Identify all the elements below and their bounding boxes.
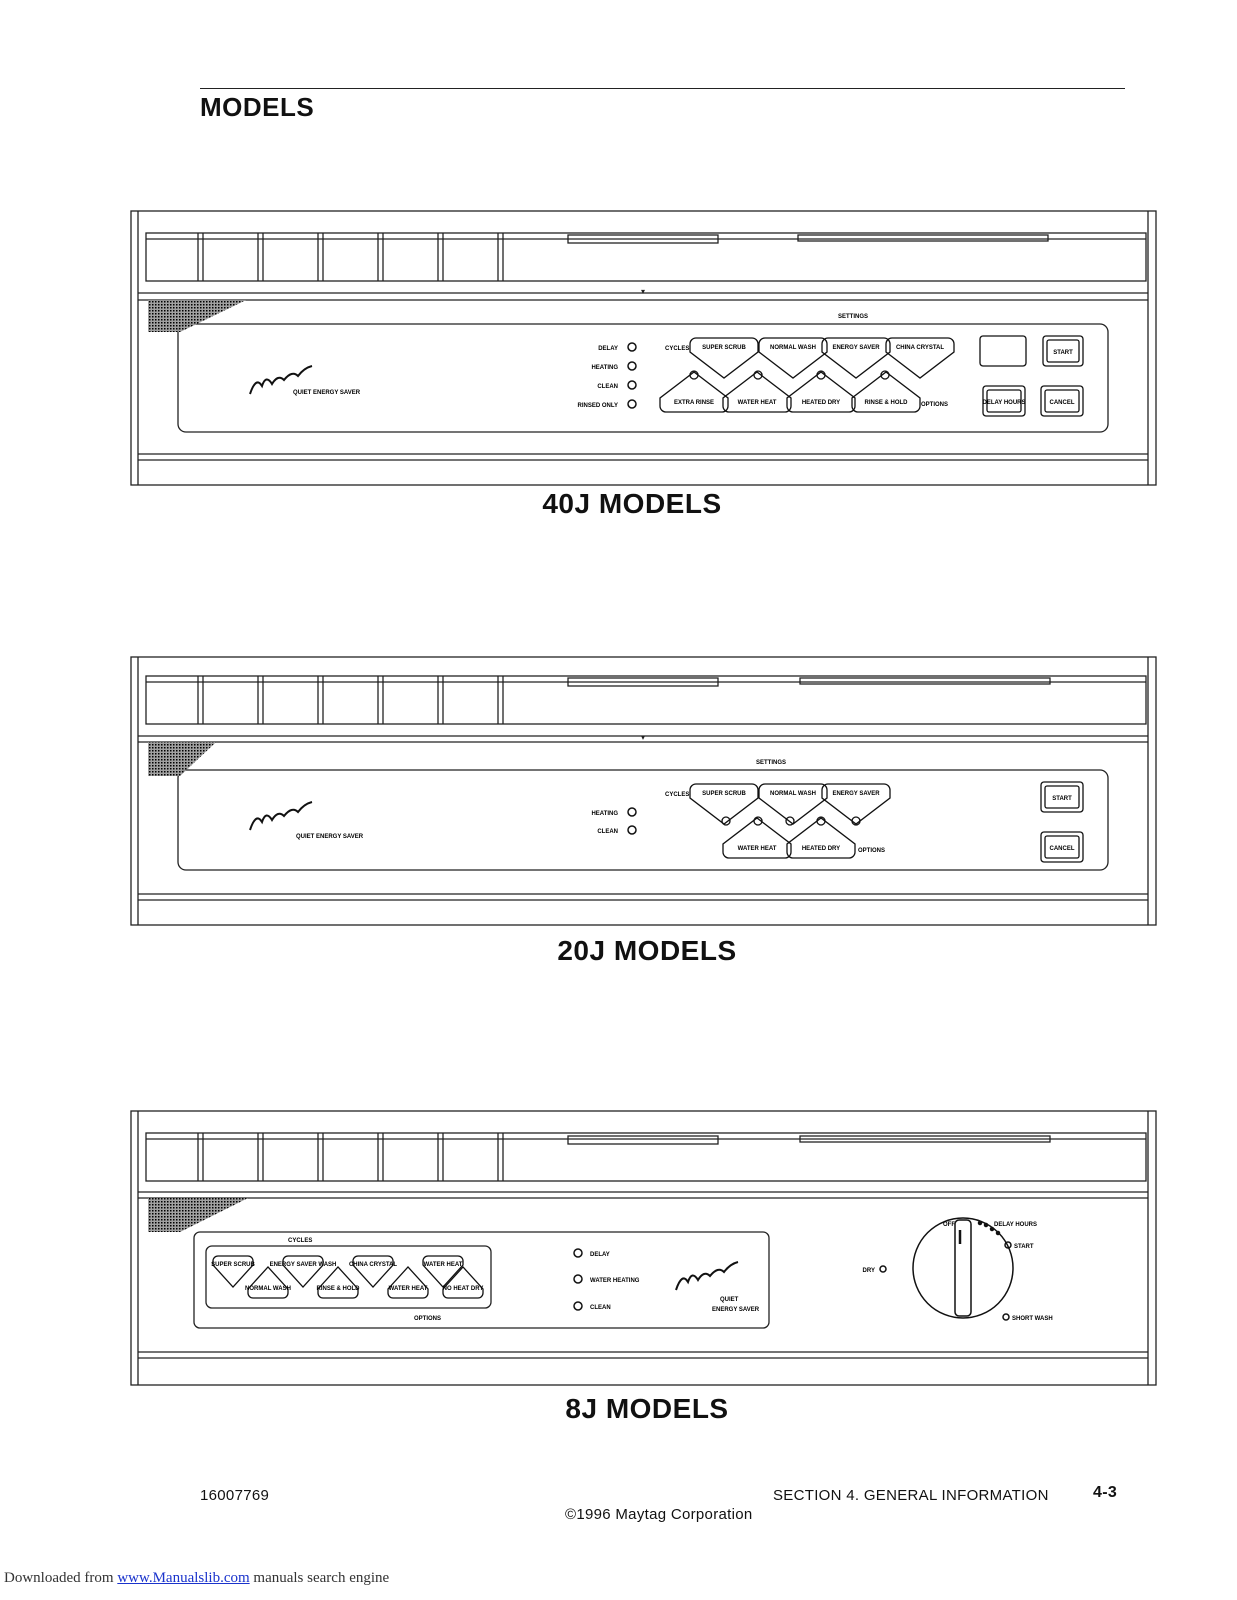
water-heat-button[interactable]: WATER HEAT: [738, 400, 777, 406]
cycles-label: CYCLES: [288, 1238, 312, 1244]
super-scrub-button[interactable]: SUPER SCRUB: [702, 345, 746, 351]
settings-label: SETTINGS: [756, 760, 786, 766]
china-crystal-button[interactable]: CHINA CRYSTAL: [349, 1262, 397, 1268]
start-button[interactable]: START: [1052, 796, 1072, 802]
indicator-label: HEATING: [591, 365, 618, 371]
indicator-label: RINSED ONLY: [578, 403, 618, 409]
indicator-label: HEATING: [591, 811, 618, 817]
water-heat-button[interactable]: WATER HEAT: [389, 1286, 428, 1292]
panel-8j-drawing: CYCLES OPTIONS SUPER SCRUB NORMAL WASH E…: [130, 1110, 1157, 1386]
caption-40j: 40J MODELS: [542, 488, 722, 519]
start-button[interactable]: START: [1053, 350, 1073, 356]
normal-wash-button[interactable]: NORMAL WASH: [245, 1286, 291, 1292]
dial-label-delay: DELAY HOURS: [994, 1222, 1037, 1228]
extra-rinse-button[interactable]: EXTRA RINSE: [674, 400, 714, 406]
super-scrub-button[interactable]: SUPER SCRUB: [702, 791, 746, 797]
no-heat-dry-button[interactable]: NO HEAT DRY: [443, 1286, 484, 1292]
normal-wash-button[interactable]: NORMAL WASH: [770, 791, 816, 797]
brand-logo: [675, 1261, 739, 1291]
panel-subtitle: QUIET ENERGY SAVER: [296, 834, 364, 840]
water-heat-button[interactable]: WATER HEAT: [424, 1262, 463, 1268]
normal-wash-button[interactable]: NORMAL WASH: [770, 345, 816, 351]
brand-logo: [249, 801, 313, 831]
dial-label-dry: DRY: [863, 1268, 875, 1274]
options-label: OPTIONS: [921, 402, 948, 408]
cycles-label: CYCLES: [665, 792, 689, 798]
doc-number: 16007769: [200, 1487, 270, 1504]
panel-subtitle: ENERGY SAVER: [712, 1307, 760, 1313]
rinse-hold-button[interactable]: RINSE & HOLD: [316, 1286, 360, 1292]
svg-text:▾: ▾: [641, 733, 645, 742]
energy-saver-button[interactable]: ENERGY SAVER: [832, 345, 880, 351]
water-heat-button[interactable]: WATER HEAT: [738, 846, 777, 852]
panel-40j-drawing: ▾ QUIET ENERGY SAVER DELAY HEATING CLEAN…: [130, 210, 1157, 486]
page-title: MODELS: [200, 92, 315, 122]
indicator-label: WATER HEATING: [590, 1278, 640, 1284]
cycle-dial[interactable]: [879, 1217, 1014, 1321]
page-number: 4-3: [1093, 1484, 1118, 1501]
cancel-button[interactable]: CANCEL: [1050, 400, 1075, 406]
panel-20j-drawing: ▾ QUIET ENERGY SAVER HEATING CLEAN SETTI…: [130, 656, 1157, 926]
brand-logo: [249, 365, 313, 395]
cycles-label: CYCLES: [665, 346, 689, 352]
options-label: OPTIONS: [414, 1316, 441, 1322]
download-suffix: manuals search engine: [249, 1570, 390, 1586]
caption-8j: 8J MODELS: [565, 1393, 729, 1424]
section-label: SECTION 4. GENERAL INFORMATION: [773, 1487, 1049, 1504]
download-notice: Downloaded from www.Manualslib.com manua…: [4, 1570, 389, 1587]
manualslib-link[interactable]: www.Manualslib.com: [117, 1570, 250, 1586]
indicator-label: CLEAN: [590, 1305, 611, 1311]
options-label: OPTIONS: [858, 848, 885, 854]
download-prefix: Downloaded from: [4, 1570, 118, 1586]
svg-text:▾: ▾: [641, 287, 645, 296]
indicator-label: CLEAN: [597, 384, 618, 390]
china-crystal-button[interactable]: CHINA CRYSTAL: [896, 345, 944, 351]
energy-saver-wash-button[interactable]: ENERGY SAVER WASH: [270, 1262, 337, 1268]
dial-label-off: OFF: [943, 1222, 955, 1228]
rinse-hold-button[interactable]: RINSE & HOLD: [864, 400, 908, 406]
panel-subtitle: QUIET: [720, 1297, 739, 1303]
caption-20j: 20J MODELS: [557, 935, 737, 966]
dial-label-start: START: [1014, 1244, 1034, 1250]
cancel-button[interactable]: CANCEL: [1050, 846, 1075, 852]
indicator-label: DELAY: [598, 346, 618, 352]
heated-dry-button[interactable]: HEATED DRY: [802, 846, 840, 852]
copyright: ©1996 Maytag Corporation: [565, 1506, 753, 1523]
settings-label: SETTINGS: [838, 314, 868, 320]
energy-saver-button[interactable]: ENERGY SAVER: [832, 791, 880, 797]
delay-hours-button[interactable]: DELAY HOURS: [982, 400, 1025, 406]
dial-label-short-wash: SHORT WASH: [1012, 1316, 1053, 1322]
header-rule: [200, 88, 1125, 89]
panel-subtitle: QUIET ENERGY SAVER: [293, 390, 361, 396]
indicator-label: DELAY: [590, 1252, 610, 1258]
heated-dry-button[interactable]: HEATED DRY: [802, 400, 840, 406]
indicator-label: CLEAN: [597, 829, 618, 835]
super-scrub-button[interactable]: SUPER SCRUB: [211, 1262, 255, 1268]
